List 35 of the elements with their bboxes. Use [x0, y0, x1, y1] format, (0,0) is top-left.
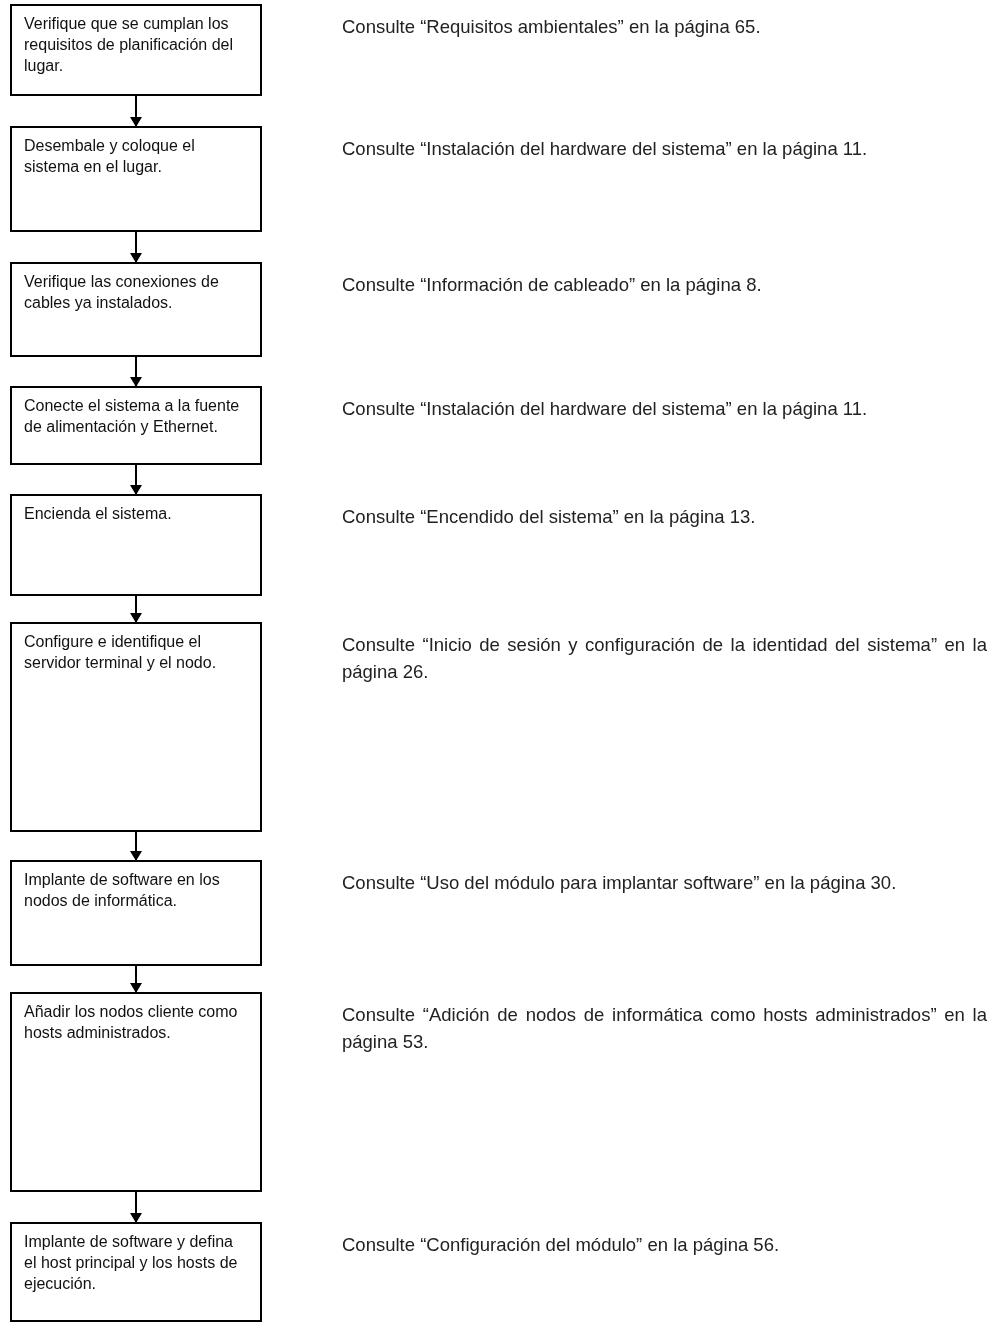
reference-note: Consulte “Encendido del sistema” en la página 13. [342, 505, 757, 529]
reference-note: Consulte “Requisitos ambientales” en la página 65. [342, 15, 762, 39]
arrow [130, 95, 142, 127]
step-text: Conecte el sistema a la fuente de alimentación y Ethernet. [24, 396, 241, 437]
arrow [130, 595, 142, 623]
process-box [10, 494, 262, 596]
reference-note: Consulte “Inicio de sesión y configuración de la identidad del sistema” en la página 26. [342, 633, 987, 684]
step-text: Implante de software y defina el host principal y los hosts de ejecución. [24, 1232, 239, 1294]
arrow [130, 356, 142, 387]
step-text: Añadir los nodos cliente como hosts administrados. [24, 1002, 239, 1043]
step-text: Desembale y coloque el sistema en el lugar. [24, 136, 196, 177]
reference-note: Consulte “Información de cableado” en la página 8. [342, 273, 763, 297]
arrow [130, 965, 142, 993]
process-box [10, 860, 262, 966]
reference-note: Consulte “Uso del módulo para implantar software” en la página 30. [342, 871, 898, 895]
step-text: Configure e identifique el servidor terminal y el nodo. [24, 632, 218, 673]
arrow [130, 231, 142, 263]
step-text: Verifique las conexiones de cables ya instalados. [24, 272, 220, 313]
reference-note: Consulte “Adición de nodos de informática como hosts administrados” en la página 53. [342, 1003, 987, 1054]
process-box [10, 1222, 262, 1322]
reference-note: Consulte “Configuración del módulo” en la página 56. [342, 1233, 781, 1257]
process-box [10, 262, 262, 357]
reference-note: Consulte “Instalación del hardware del sistema” en la página 11. [342, 397, 869, 421]
step-text: Implante de software en los nodos de informática. [24, 870, 221, 911]
reference-note: Consulte “Instalación del hardware del sistema” en la página 11. [342, 137, 869, 161]
arrow [130, 1191, 142, 1223]
process-box [10, 622, 262, 832]
process-box [10, 126, 262, 232]
process-box [10, 386, 262, 465]
step-text: Encienda el sistema. [24, 504, 173, 524]
step-text: Verifique que se cumplan los requisitos de planificación del lugar. [24, 14, 234, 76]
arrow [130, 464, 142, 495]
process-box [10, 4, 262, 96]
process-box [10, 992, 262, 1192]
arrow [130, 831, 142, 861]
